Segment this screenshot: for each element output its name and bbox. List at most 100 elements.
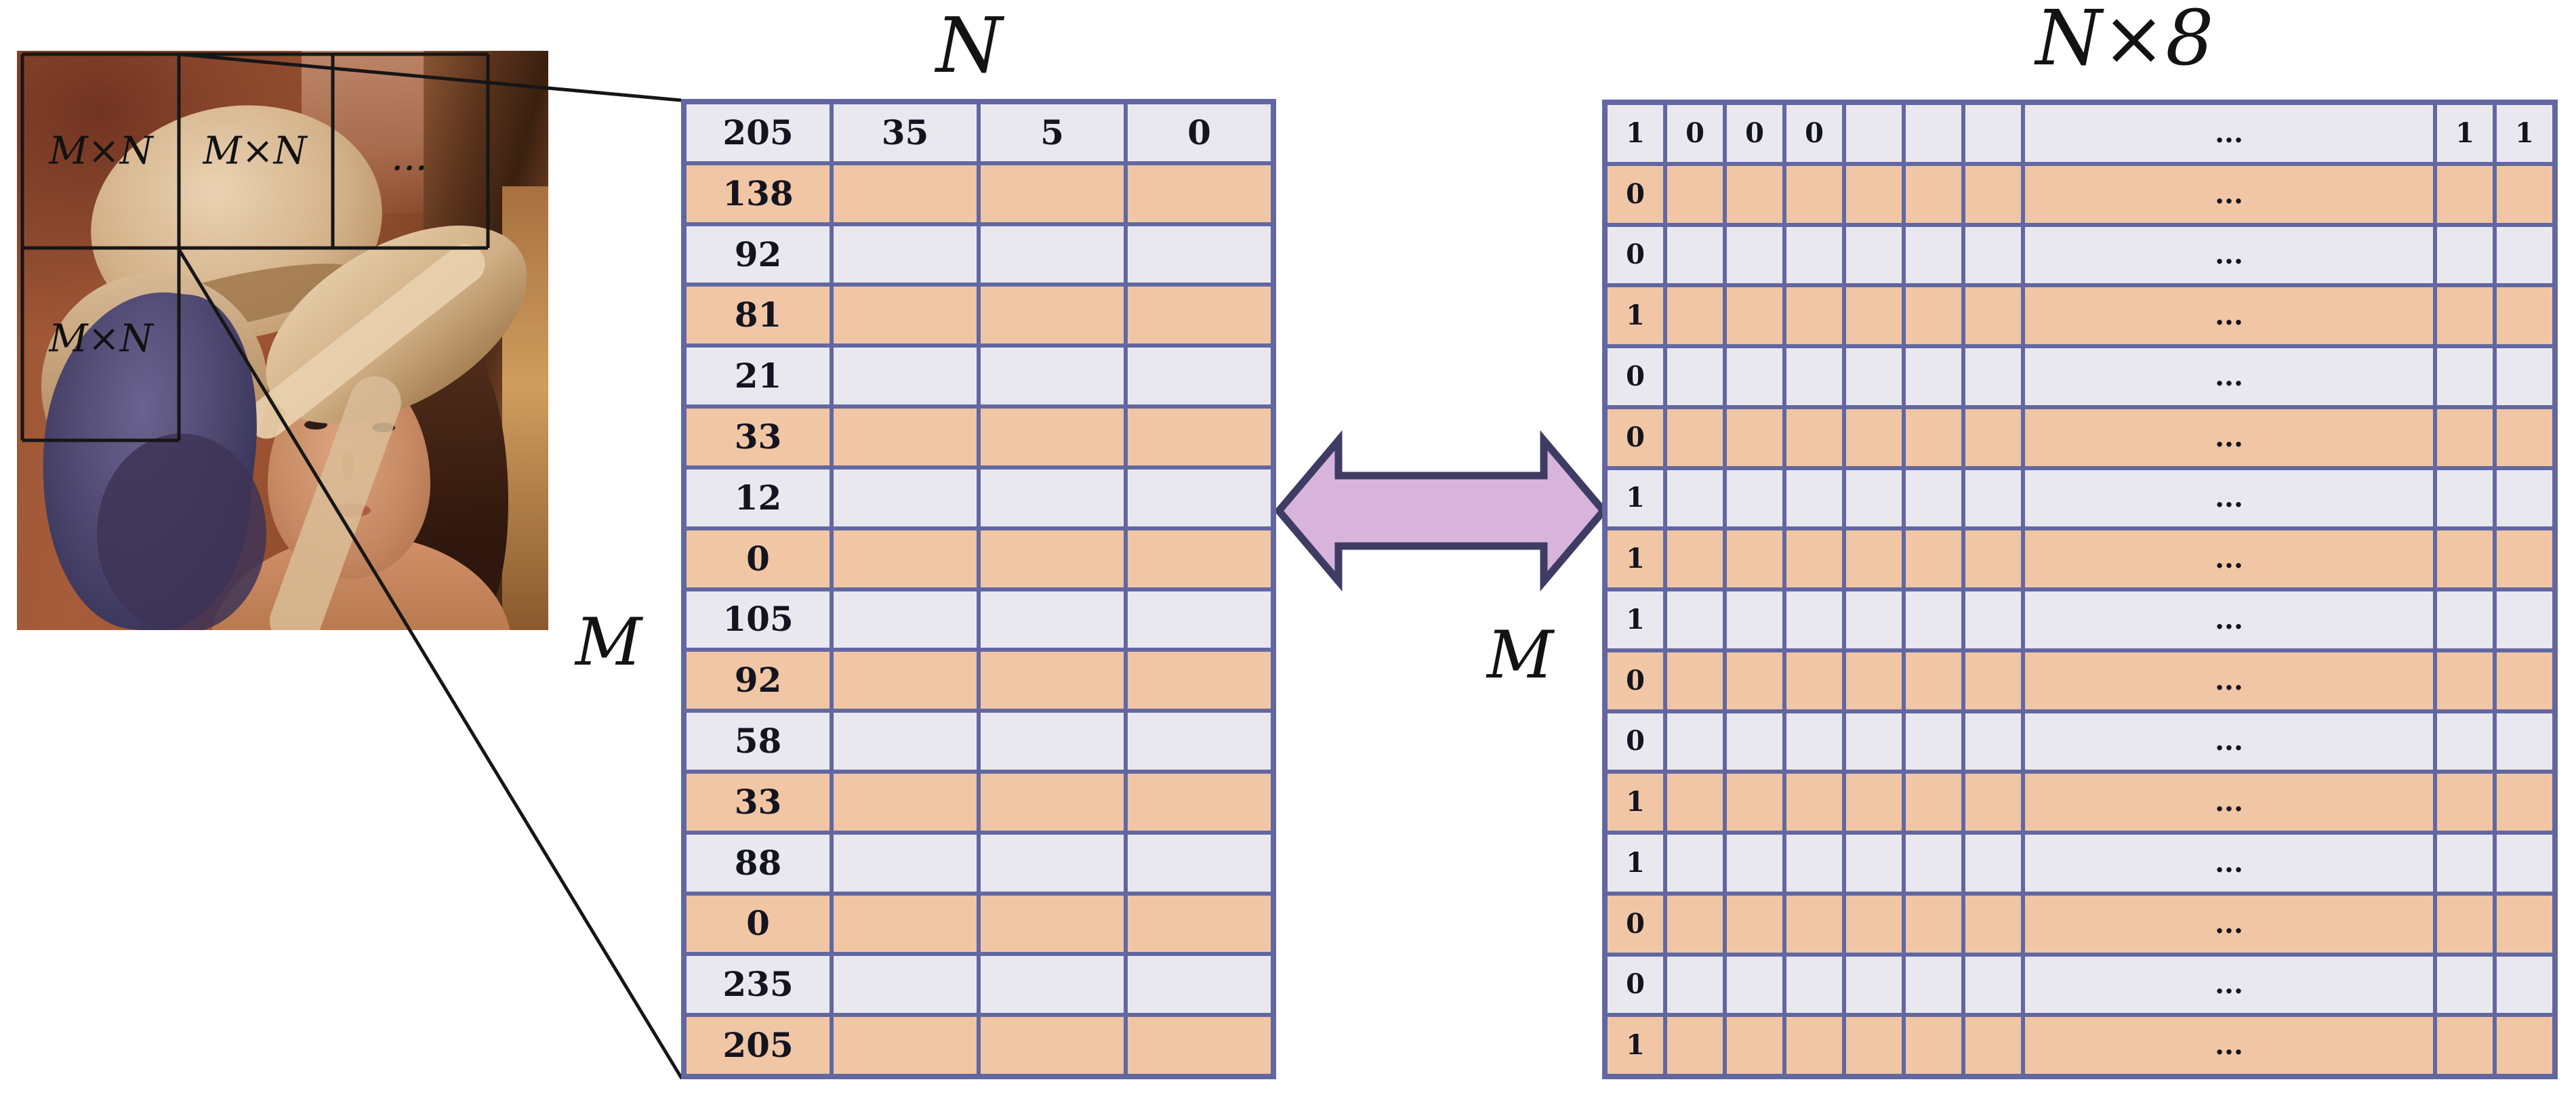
photo-feather-boa — [97, 434, 266, 630]
bit-cell: 0 — [1606, 163, 1665, 225]
bit-cell — [1904, 467, 1963, 529]
bit-cell — [1665, 833, 1725, 894]
bit-cell — [2495, 224, 2554, 286]
pixel-value-cell — [979, 224, 1126, 285]
bit-cell: 1 — [1606, 772, 1665, 833]
bit-cell — [1904, 285, 1963, 346]
pixel-value-cell: 35 — [832, 102, 979, 163]
bit-cell — [1665, 163, 1725, 225]
pixel-value-cell — [832, 589, 979, 650]
bit-cell — [1784, 528, 1844, 589]
bit-cell — [1665, 528, 1725, 589]
bit-cell — [1963, 833, 2023, 894]
pixel-value-cell — [979, 1015, 1126, 1076]
bit-cell: 1 — [1606, 833, 1665, 894]
bit-cell: 0 — [1606, 650, 1665, 711]
bit-cell — [1844, 406, 1904, 468]
bit-cell — [1784, 772, 1844, 833]
bit-cell — [1665, 224, 1725, 286]
bit-cell — [1784, 1015, 1844, 1076]
bit-cell — [1665, 711, 1725, 772]
bit-cell — [2435, 954, 2495, 1016]
bit-cell — [2435, 467, 2495, 529]
bit-cell — [1963, 1015, 2023, 1076]
pixel-value-cell — [1126, 406, 1273, 467]
pixel-value-cell: 58 — [684, 711, 832, 772]
bit-cell: 0 — [1606, 346, 1665, 407]
pixel-value-cell — [832, 285, 979, 346]
bit-cell — [1904, 1015, 1963, 1076]
pixel-value-cell — [1126, 285, 1273, 346]
bit-cell — [1844, 772, 1904, 833]
bit-cell — [2435, 711, 2495, 772]
bit-cell — [1904, 406, 1963, 468]
bit-cell — [1665, 893, 1725, 955]
bit-cell — [1844, 224, 1904, 286]
pixel-value-cell: 33 — [684, 771, 832, 833]
bit-cell — [1904, 711, 1963, 772]
ellipsis-cell: ... — [2023, 346, 2435, 407]
pixel-value-cell — [1126, 650, 1273, 711]
bit-cell — [2495, 285, 2554, 346]
bit-cell — [1725, 833, 1784, 894]
pixel-value-cell — [1126, 346, 1273, 407]
pixel-value-cell — [832, 224, 979, 285]
bit-cell — [1725, 711, 1784, 772]
pixel-value-cell — [979, 467, 1126, 528]
bit-cell — [1844, 833, 1904, 894]
bit-cell — [1665, 467, 1725, 529]
block-label: M×N — [203, 129, 307, 173]
bit-cell — [2435, 589, 2495, 650]
pixel-value-cell — [832, 771, 979, 833]
bit-cell — [2435, 650, 2495, 711]
bit-cell: 0 — [1784, 103, 1844, 164]
pixel-value-cell: 235 — [684, 954, 832, 1016]
ellipsis-cell: ... — [2023, 772, 2435, 833]
bit-cell — [1904, 954, 1963, 1016]
pixel-value-cell — [1126, 771, 1273, 833]
bit-cell — [1784, 163, 1844, 225]
binary-matrix-title: N×8 — [2035, 0, 2214, 83]
bit-cell — [1784, 893, 1844, 955]
bit-cell — [1725, 224, 1784, 286]
bit-cell — [1725, 163, 1784, 225]
bit-cell — [2435, 163, 2495, 225]
bit-cell — [2495, 406, 2554, 468]
bit-cell — [1963, 954, 2023, 1016]
bit-cell — [1963, 285, 2023, 346]
bit-cell — [2495, 833, 2554, 894]
bit-cell — [1725, 285, 1784, 346]
bit-cell: 1 — [2435, 103, 2495, 164]
bit-cell — [1725, 528, 1784, 589]
pixel-value-cell — [979, 163, 1126, 224]
bit-cell — [1844, 346, 1904, 407]
ellipsis-cell: ... — [2023, 224, 2435, 286]
pixel-value-cell — [979, 285, 1126, 346]
bit-cell — [1725, 954, 1784, 1016]
bit-cell — [1844, 103, 1904, 164]
bit-cell — [1844, 528, 1904, 589]
pixel-value-cell — [1126, 224, 1273, 285]
bit-cell: 0 — [1606, 406, 1665, 468]
pixel-value-cell: 138 — [684, 163, 832, 224]
bit-cell — [1963, 589, 2023, 650]
bit-cell — [2495, 711, 2554, 772]
bit-cell — [2435, 224, 2495, 286]
block-label: M×N — [49, 129, 153, 173]
bit-cell: 1 — [1606, 1015, 1665, 1076]
bit-cell — [2495, 954, 2554, 1016]
bit-cell: 1 — [1606, 467, 1665, 529]
bit-cell — [1904, 589, 1963, 650]
bit-cell — [1904, 163, 1963, 225]
pixel-value-cell: 88 — [684, 832, 832, 894]
bit-cell — [2435, 893, 2495, 955]
pixel-value-cell — [832, 650, 979, 711]
bit-cell — [1963, 163, 2023, 225]
bit-cell — [2495, 346, 2554, 407]
bit-cell — [1844, 1015, 1904, 1076]
pixel-value-cell — [979, 528, 1126, 589]
bit-cell — [2435, 833, 2495, 894]
